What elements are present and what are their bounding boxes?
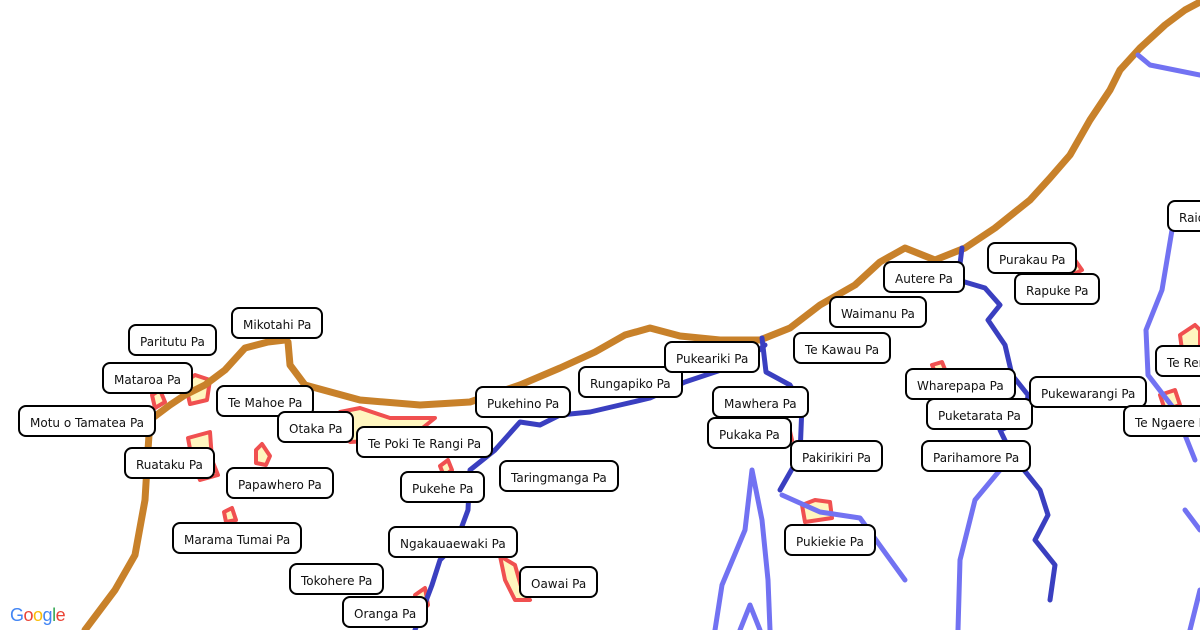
- pa-label[interactable]: Waimanu Pa: [829, 296, 927, 328]
- pa-label[interactable]: Paritutu Pa: [128, 324, 217, 356]
- pa-label[interactable]: Te Rere: [1155, 345, 1200, 377]
- river: [1182, 507, 1200, 630]
- pa-label[interactable]: Oranga Pa: [342, 596, 429, 628]
- pa-label[interactable]: Mawhera Pa: [712, 386, 809, 418]
- pa-label[interactable]: Purakau Pa: [987, 242, 1078, 274]
- pa-label[interactable]: Autere Pa: [883, 261, 965, 293]
- river: [779, 492, 908, 583]
- pa-site: [498, 554, 532, 602]
- pa-label[interactable]: Puketarata Pa: [926, 398, 1033, 430]
- pa-label[interactable]: Rungapiko Pa: [578, 366, 683, 398]
- pa-label[interactable]: Wharepapa Pa: [905, 368, 1016, 400]
- pa-label[interactable]: Mataroa Pa: [102, 362, 193, 394]
- pa-label[interactable]: Pukeariki Pa: [664, 341, 761, 373]
- pa-label[interactable]: Marama Tumai Pa: [172, 522, 303, 554]
- pa-label[interactable]: Pukaka Pa: [707, 417, 792, 449]
- pa-label[interactable]: Papawhero Pa: [226, 467, 334, 499]
- pa-label[interactable]: Pukewarangi Pa: [1029, 376, 1148, 408]
- river: [712, 467, 773, 630]
- pa-label[interactable]: Pakirikiri Pa: [790, 440, 884, 472]
- pa-label[interactable]: Pukehe Pa: [400, 471, 486, 503]
- pa-label[interactable]: Parihamore Pa: [921, 440, 1032, 472]
- pa-label[interactable]: Te Kawau Pa: [793, 332, 892, 364]
- pa-label[interactable]: Pukehino Pa: [475, 386, 572, 418]
- pa-label[interactable]: Tokohere Pa: [289, 563, 385, 595]
- pa-site: [222, 506, 238, 524]
- pa-label[interactable]: Ngakauaewaki Pa: [388, 526, 518, 558]
- pa-site: [254, 442, 272, 467]
- pa-label[interactable]: Motu o Tamatea Pa: [18, 405, 157, 437]
- river: [737, 602, 763, 630]
- pa-label[interactable]: Ruataku Pa: [124, 447, 215, 479]
- pa-label[interactable]: Te Ngaere Pa: [1123, 405, 1200, 437]
- pa-label[interactable]: Taringmanga Pa: [499, 460, 619, 492]
- pa-label[interactable]: Te Poki Te Rangi Pa: [356, 426, 494, 458]
- pa-label[interactable]: Otaka Pa: [277, 411, 355, 443]
- pa-label[interactable]: Oawai Pa: [519, 566, 599, 598]
- google-logo: Google: [10, 605, 66, 625]
- pa-label[interactable]: Mikotahi Pa: [231, 307, 324, 339]
- river: [955, 467, 1003, 630]
- river: [1135, 52, 1200, 78]
- pa-label[interactable]: Te Mahoe Pa: [216, 385, 315, 417]
- pa-label[interactable]: Pukiekie Pa: [784, 524, 876, 556]
- pa-label[interactable]: Rapuke Pa: [1014, 273, 1101, 305]
- pa-label[interactable]: Raion: [1167, 200, 1200, 232]
